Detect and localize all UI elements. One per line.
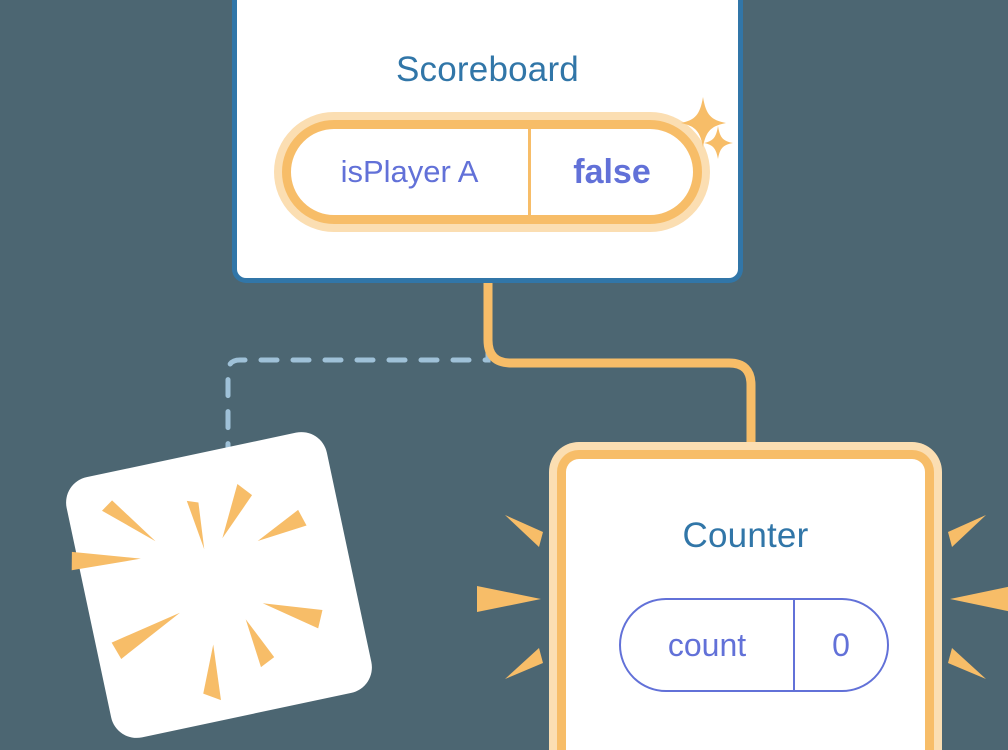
burst-ray-s <box>203 644 221 701</box>
burst-ray-right-mid <box>950 586 1008 612</box>
counter-title: Counter <box>682 516 809 555</box>
scoreboard-state-pill[interactable]: isPlayer A false <box>282 120 702 224</box>
sparkle-small-icon <box>704 126 733 159</box>
scoreboard-card[interactable]: Scoreboard isPlayer A false <box>232 0 743 283</box>
counter-state-key: count <box>621 600 795 690</box>
scoreboard-state-value: false <box>573 152 651 191</box>
counter-state-pill[interactable]: count 0 <box>619 598 889 692</box>
burst-ray-left-mid <box>477 586 541 612</box>
counter-card[interactable]: Counter count 0 <box>557 450 934 750</box>
solid-connector-to-counter <box>483 283 756 470</box>
blank-card[interactable] <box>61 427 377 743</box>
burst-ray-ne <box>222 483 253 539</box>
burst-ray-left-top <box>505 515 543 547</box>
burst-ray-n <box>186 500 205 550</box>
scoreboard-title: Scoreboard <box>396 50 579 89</box>
burst-ray-e-lower <box>262 603 323 629</box>
burst-ray-right-bottom <box>948 648 986 679</box>
dashed-connector-to-blank-card <box>225 280 491 473</box>
burst-ray-left-bottom <box>505 648 543 679</box>
counter-state-value: 0 <box>832 626 850 663</box>
sparkle-large-icon <box>681 97 726 147</box>
burst-ray-right-top <box>948 515 986 547</box>
burst-ray-sw <box>111 612 180 659</box>
scoreboard-state-key: isPlayer A <box>291 129 531 215</box>
blank-card-burst-rays <box>71 483 323 701</box>
burst-ray-e-upper <box>257 509 307 541</box>
burst-ray-nw <box>101 500 156 542</box>
burst-ray-se <box>245 619 275 668</box>
burst-ray-w <box>71 551 141 571</box>
